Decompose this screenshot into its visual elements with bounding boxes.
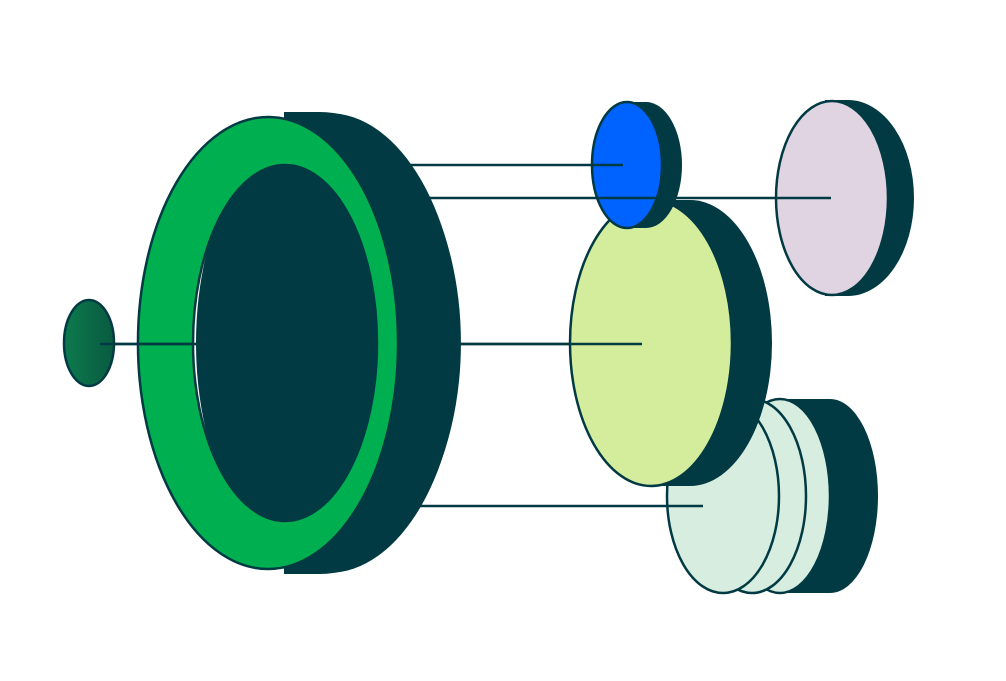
ring-front-face xyxy=(136,115,400,571)
lilac-disc xyxy=(774,99,914,297)
large-green-ring xyxy=(136,112,461,574)
mint-disc-stack xyxy=(665,397,878,595)
lime-disc xyxy=(568,198,772,488)
blue-disc xyxy=(590,100,682,230)
